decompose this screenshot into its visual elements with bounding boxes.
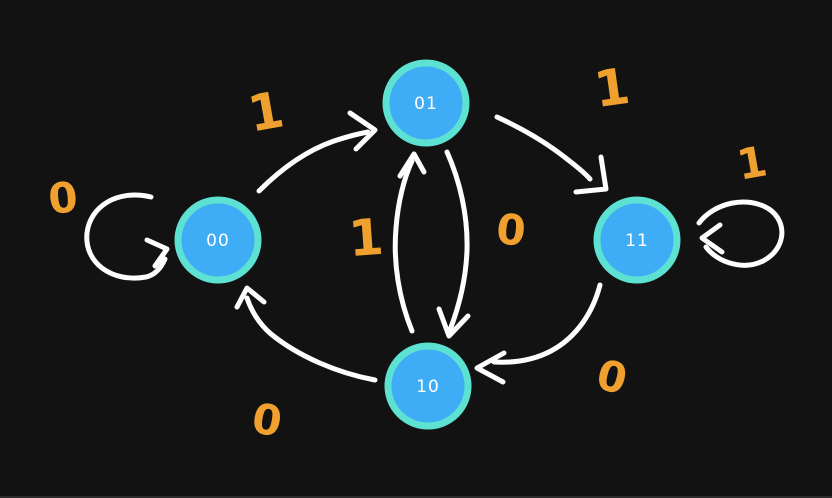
- canvas-bottom-edge: [0, 496, 832, 498]
- transition-label-10-01[interactable]: 1: [347, 208, 386, 268]
- transition-label-01-10[interactable]: 0: [494, 204, 528, 256]
- state-circle-10[interactable]: [384, 342, 472, 430]
- state-circle-11[interactable]: [593, 196, 681, 284]
- arrow-curve: [491, 282, 603, 365]
- state-node-00[interactable]: 00: [174, 196, 262, 284]
- state-node-01[interactable]: 01: [382, 59, 470, 147]
- arrow-curve: [392, 158, 415, 334]
- arrowhead-icon: [234, 285, 267, 310]
- arrow-curve: [244, 295, 378, 383]
- arrow-curve: [696, 199, 785, 268]
- state-label-01: 01: [414, 94, 438, 114]
- state-circle-00[interactable]: [174, 196, 262, 284]
- arrowhead-icon: [436, 306, 471, 339]
- arrow-curve: [444, 149, 470, 333]
- transition-label-11-self[interactable]: 1: [733, 136, 770, 189]
- state-node-10[interactable]: 10: [384, 342, 472, 430]
- arrowhead-icon: [397, 151, 427, 179]
- transition-01-to-10[interactable]: [436, 149, 471, 339]
- arrow-curve: [494, 114, 593, 182]
- state-node-11[interactable]: 11: [593, 196, 681, 284]
- arrowhead-icon: [699, 222, 725, 255]
- state-circle-01[interactable]: [382, 59, 470, 147]
- transition-01-to-11[interactable]: [494, 114, 609, 195]
- transition-label-10-00[interactable]: 0: [248, 393, 285, 446]
- arrowhead-icon: [474, 350, 507, 385]
- transition-00-to-00[interactable]: [84, 192, 170, 281]
- transition-11-to-11[interactable]: [696, 199, 785, 268]
- arrowhead-icon: [347, 110, 378, 152]
- state-label-00: 00: [206, 231, 230, 251]
- arrow-curve: [256, 129, 371, 194]
- arrow-curve: [84, 192, 168, 281]
- state-label-10: 10: [416, 377, 440, 397]
- transition-label-11-10[interactable]: 0: [592, 350, 632, 405]
- arrowhead-icon: [573, 154, 609, 195]
- transition-11-to-10[interactable]: [474, 282, 603, 385]
- transition-label-00-self[interactable]: 0: [46, 172, 80, 224]
- state-label-11: 11: [625, 231, 649, 251]
- transition-label-01-11[interactable]: 1: [591, 57, 634, 119]
- arrowhead-icon: [144, 237, 170, 269]
- transition-label-00-01[interactable]: 1: [244, 80, 288, 143]
- transition-10-to-00[interactable]: [234, 285, 378, 383]
- transition-00-to-01[interactable]: [256, 110, 378, 194]
- transition-10-to-01[interactable]: [392, 151, 427, 334]
